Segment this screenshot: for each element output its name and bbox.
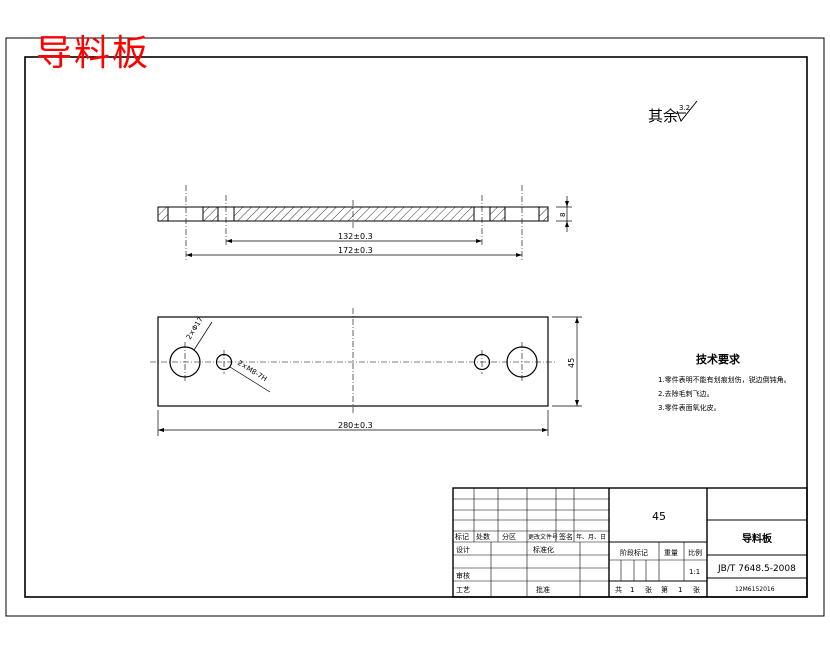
section-segment bbox=[202, 206, 219, 222]
tb-sheet: 第 bbox=[661, 585, 668, 594]
tech-req-item: 3.零件表面氧化皮。 bbox=[658, 403, 721, 412]
dim-132: 132±0.3 bbox=[338, 232, 373, 241]
tb-col-header: 签名 bbox=[559, 532, 573, 541]
inner-frame bbox=[24, 56, 808, 598]
tb-stage-mark: 阶段标记 bbox=[620, 548, 648, 557]
dim-45: 45 bbox=[567, 358, 576, 368]
section-hole bbox=[167, 206, 204, 222]
tb-scale-label: 比例 bbox=[688, 548, 702, 557]
tb-weight: 重量 bbox=[664, 549, 678, 557]
tb-sheet: 张 bbox=[693, 585, 700, 594]
section-segment bbox=[233, 206, 475, 222]
tb-process: 工艺 bbox=[456, 586, 470, 594]
tb-drawing-no: 12M6152016 bbox=[735, 586, 775, 593]
section-segment bbox=[157, 206, 169, 222]
tb-design: 设计 bbox=[456, 545, 470, 554]
tb-col-header: 年、月、日 bbox=[576, 533, 606, 541]
tb-review: 审核 bbox=[456, 571, 470, 580]
tech-req-item: 1.零件表明不能有划痕划伤，锐边倒钝角。 bbox=[658, 375, 791, 384]
dim-172: 172±0.3 bbox=[338, 246, 373, 255]
dim-280: 280±0.3 bbox=[338, 421, 373, 430]
tb-col-header: 更改文件号 bbox=[528, 533, 558, 541]
roughness-note: 其余 3.2 bbox=[648, 100, 698, 125]
tb-sheet: 共 bbox=[615, 585, 622, 594]
tech-req-heading: 技术要求 bbox=[696, 352, 741, 366]
tb-standard: JB/T 7648.5-2008 bbox=[717, 564, 796, 574]
section-segment bbox=[489, 206, 506, 222]
roughness-symbol bbox=[676, 100, 698, 122]
tb-col-header: 处数 bbox=[476, 532, 490, 541]
plan-view: 2×Φ17 2×M8-7H 280±0.3 45 bbox=[150, 308, 582, 436]
tb-sheet: 1 bbox=[630, 586, 634, 594]
tech-requirements: 技术要求 1.零件表明不能有划痕划伤，锐边倒钝角。 2.去除毛刺飞边。 3.零件… bbox=[658, 352, 791, 412]
dim-8: 8 bbox=[559, 213, 567, 217]
tb-scale: 1:1 bbox=[689, 568, 700, 576]
roughness-label: 其余 bbox=[648, 107, 678, 125]
red-title-overlay: 导料板 bbox=[36, 33, 151, 74]
roughness-value: 3.2 bbox=[679, 104, 690, 112]
section-segment bbox=[538, 206, 549, 222]
tb-part-name: 导料板 bbox=[742, 532, 773, 545]
tech-req-item: 2.去除毛刺飞边。 bbox=[658, 389, 714, 398]
tb-std: 标准化 bbox=[533, 545, 554, 554]
title-block bbox=[452, 487, 808, 598]
tb-sheet: 张 bbox=[645, 585, 652, 594]
outer-frame bbox=[5, 37, 825, 617]
tb-col-header: 分区 bbox=[502, 532, 516, 541]
tb-material: 45 bbox=[652, 510, 666, 523]
title-block-text: 标记 处数 分区 更改文件号 签名 年、月、日 设计 标准化 审核 工艺 批准 … bbox=[455, 510, 796, 594]
tb-approve: 批准 bbox=[536, 585, 550, 594]
tb-col-header: 标记 bbox=[455, 532, 469, 541]
section-view: 132±0.3 172±0.3 8 bbox=[157, 185, 572, 260]
tb-sheet: 1 bbox=[678, 586, 682, 594]
callout-small-hole: 2×M8-7H bbox=[236, 359, 268, 383]
